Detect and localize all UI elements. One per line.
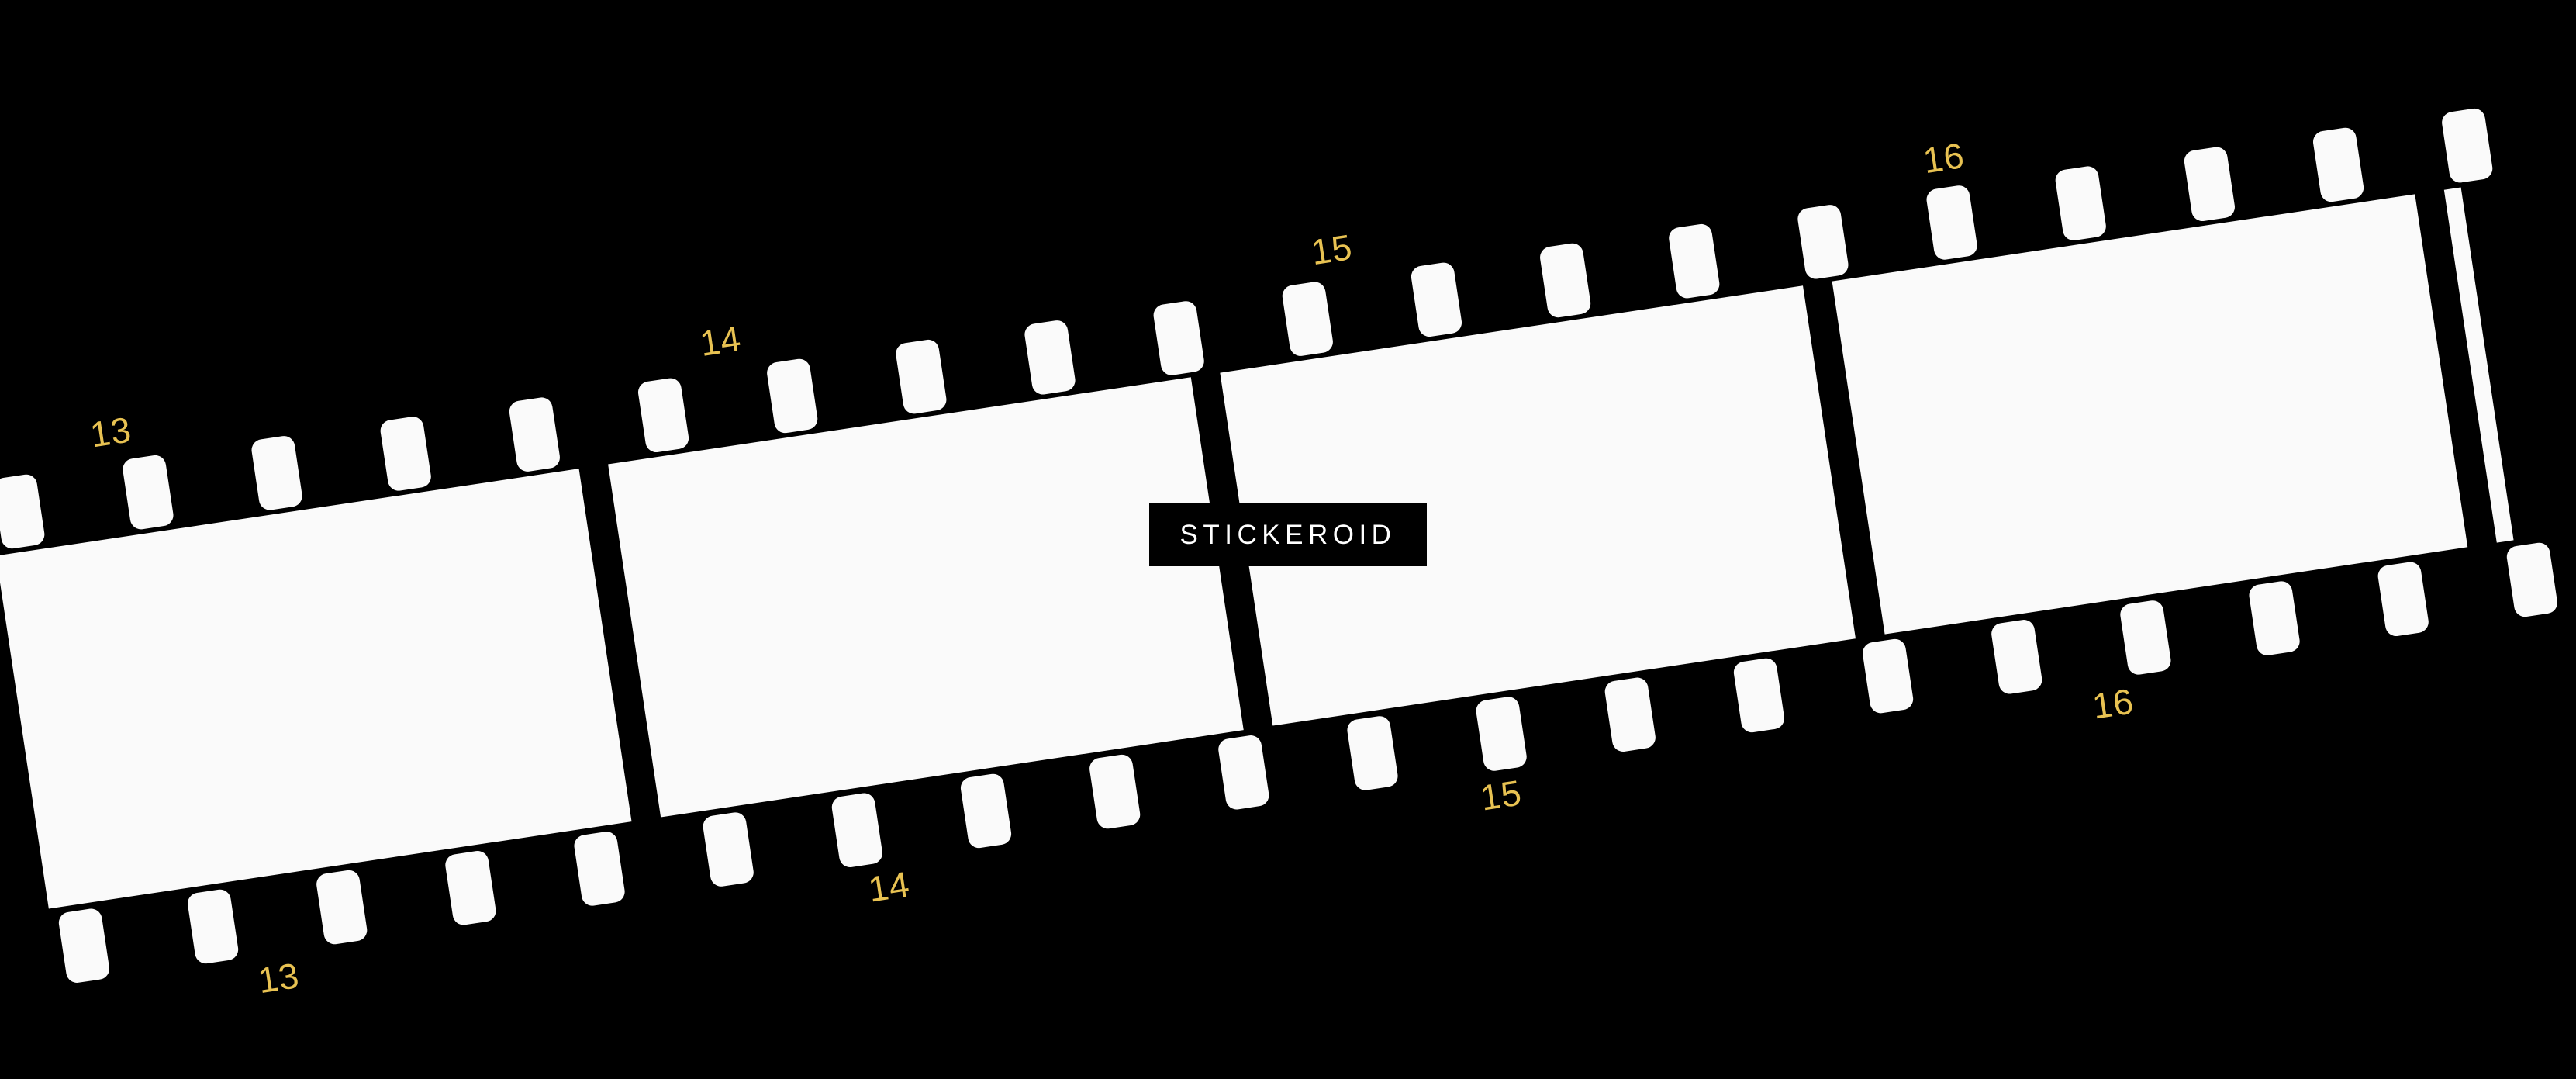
sprocket-hole bbox=[1540, 243, 1591, 318]
sprocket-row-top bbox=[0, 108, 2493, 549]
edge-number-top: 16 bbox=[1921, 135, 1967, 181]
edge-number-bottom: 14 bbox=[865, 863, 912, 909]
sprocket-hole bbox=[1089, 754, 1141, 829]
edge-numbers-bottom: 13 14 15 16 bbox=[255, 680, 2136, 1001]
sprocket-hole bbox=[2055, 166, 2106, 240]
sprocket-hole bbox=[123, 455, 174, 530]
sprocket-hole bbox=[2249, 581, 2300, 655]
sprocket-hole bbox=[2377, 562, 2429, 636]
film-frame[interactable] bbox=[1832, 194, 2468, 635]
sprocket-hole bbox=[0, 474, 45, 549]
sprocket-hole bbox=[1476, 697, 1527, 771]
edge-number-bottom: 15 bbox=[1478, 772, 1525, 818]
sprocket-hole bbox=[1218, 735, 1269, 810]
sprocket-hole bbox=[1797, 205, 1849, 279]
edge-number-top: 14 bbox=[697, 318, 744, 364]
sprocket-hole bbox=[2506, 542, 2557, 617]
sprocket-hole bbox=[1347, 716, 1398, 790]
sprocket-hole bbox=[251, 436, 302, 510]
watermark-badge: STICKEROID bbox=[1149, 503, 1427, 566]
sprocket-hole bbox=[2442, 108, 2493, 183]
sprocket-hole bbox=[1024, 320, 1076, 395]
sprocket-hole bbox=[1926, 185, 1977, 260]
sprocket-hole bbox=[896, 339, 947, 414]
sprocket-hole bbox=[1991, 620, 2042, 694]
sprocket-hole bbox=[509, 397, 560, 472]
sprocket-hole bbox=[1604, 677, 1656, 752]
sprocket-hole bbox=[1282, 282, 1333, 356]
sprocket-hole bbox=[380, 417, 431, 491]
sprocket-row-bottom bbox=[58, 542, 2557, 983]
edge-number-top: 15 bbox=[1308, 227, 1355, 272]
sprocket-hole bbox=[831, 793, 882, 867]
sprocket-hole bbox=[188, 889, 239, 964]
edge-number-bottom: 13 bbox=[255, 955, 302, 1001]
sprocket-hole bbox=[1733, 658, 1785, 733]
film-frame[interactable] bbox=[1220, 285, 1856, 726]
sprocket-hole bbox=[960, 773, 1012, 849]
sprocket-hole bbox=[637, 378, 689, 453]
sprocket-hole bbox=[1153, 301, 1204, 375]
watermark-label: STICKEROID bbox=[1179, 519, 1397, 550]
sprocket-hole bbox=[445, 851, 496, 925]
sprocket-hole bbox=[2312, 127, 2364, 202]
edge-numbers-top: 13 14 15 16 bbox=[88, 135, 1967, 455]
film-frame[interactable] bbox=[608, 377, 1244, 818]
sprocket-hole bbox=[574, 832, 625, 906]
sprocket-hole bbox=[2120, 600, 2171, 675]
sprocket-hole bbox=[1863, 638, 1914, 714]
sprocket-hole bbox=[703, 812, 754, 887]
sprocket-hole bbox=[1669, 223, 1720, 299]
film-frame-sliver bbox=[2443, 187, 2514, 543]
sprocket-hole bbox=[1411, 262, 1462, 337]
frames-layer bbox=[0, 187, 2514, 909]
edge-number-bottom: 16 bbox=[2090, 680, 2136, 726]
sprocket-hole bbox=[58, 908, 110, 983]
sprocket-hole bbox=[2184, 147, 2235, 222]
sprocket-hole bbox=[767, 358, 818, 434]
sprocket-hole bbox=[316, 870, 368, 945]
film-frame[interactable] bbox=[0, 469, 632, 909]
edge-number-top: 13 bbox=[88, 409, 134, 455]
